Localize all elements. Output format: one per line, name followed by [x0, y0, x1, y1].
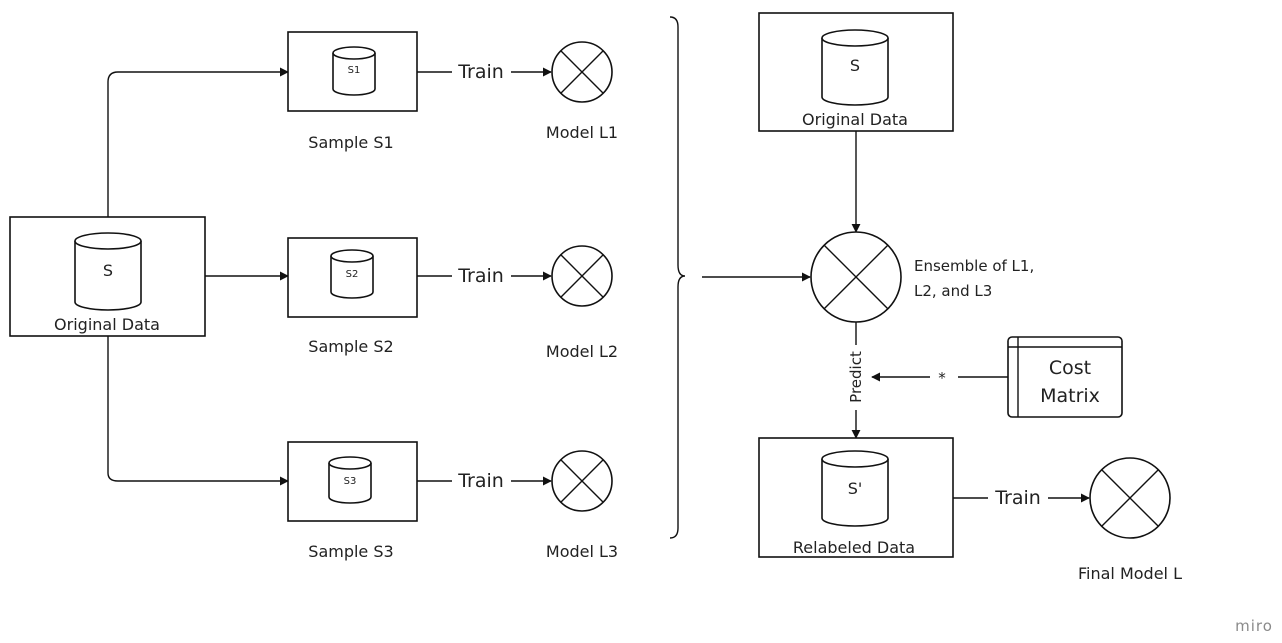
model-l1-label: Model L1 — [546, 123, 618, 142]
edge-to-sample-s3 — [107, 336, 289, 486]
train-label-s2: Train — [457, 265, 504, 287]
relabeled-data-node: S' Relabeled Data — [758, 437, 954, 558]
sample-s3-cylinder — [328, 456, 372, 504]
relabeled-data-caption: Relabeled Data — [793, 538, 915, 557]
final-train-label: Train — [994, 487, 1041, 509]
ensemble-node — [810, 231, 902, 323]
relabeled-cylinder-label: S' — [848, 479, 863, 498]
sample-s2-caption: Sample S2 — [308, 337, 393, 356]
predict-label: Predict — [847, 351, 865, 403]
sample-s2-cylinder — [330, 249, 374, 299]
sample-s2-node: S2 — [287, 237, 418, 318]
cost-edge-label: * — [938, 369, 946, 387]
left-original-data-cylinder — [74, 232, 142, 311]
cost-matrix-node — [1007, 336, 1123, 418]
relabeled-data-cylinder — [821, 450, 889, 527]
cost-matrix-line1: Cost — [1049, 357, 1091, 379]
right-cylinder-label: S — [850, 56, 860, 75]
model-l2-label: Model L2 — [546, 342, 618, 361]
left-original-data-node: S Original Data — [9, 216, 206, 337]
right-original-data-cylinder — [821, 29, 889, 106]
right-original-data-caption: Original Data — [802, 110, 908, 129]
final-model-label: Final Model L — [1078, 564, 1182, 583]
model-l1-node — [551, 41, 613, 103]
final-model-node — [1089, 457, 1171, 539]
grouping-brace — [669, 16, 686, 539]
sample-s3-node: S3 — [287, 441, 418, 522]
left-cylinder-label: S — [103, 261, 113, 280]
sample-s3-caption: Sample S3 — [308, 542, 393, 561]
sample-s1-cylinder — [332, 46, 376, 96]
edge-to-sample-s1 — [107, 67, 289, 217]
sample-s1-node: S1 — [287, 31, 418, 112]
miro-watermark: miro — [1235, 617, 1273, 635]
model-l2-node — [551, 245, 613, 307]
sample-s1-caption: Sample S1 — [308, 133, 393, 152]
model-l3-label: Model L3 — [546, 542, 618, 561]
ensemble-label-line2: L2, and L3 — [914, 282, 992, 300]
train-label-s1: Train — [457, 61, 504, 83]
ensemble-label-line1: Ensemble of L1, — [914, 257, 1034, 275]
sample-s2-cylinder-label: S2 — [346, 269, 359, 280]
right-original-data-node: S Original Data — [758, 12, 954, 132]
left-original-data-caption: Original Data — [54, 315, 160, 334]
sample-s3-cylinder-label: S3 — [344, 476, 357, 487]
model-l3-node — [551, 450, 613, 512]
sample-s1-cylinder-label: S1 — [348, 65, 361, 76]
cost-matrix-line2: Matrix — [1040, 385, 1100, 407]
train-label-s3: Train — [457, 470, 504, 492]
